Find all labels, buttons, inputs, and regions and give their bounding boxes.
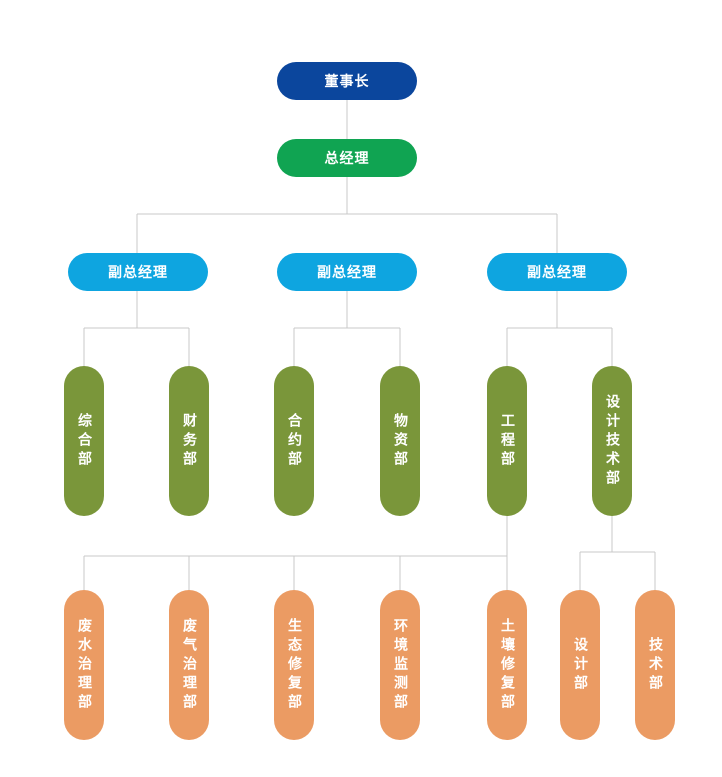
department-label: 物资部 (392, 412, 408, 470)
chairman-label: 董事长 (324, 74, 370, 90)
sub-department-box-ecological-restoration: 生态修复部 (274, 590, 314, 740)
vice-general-manager-label: 副总经理 (108, 265, 168, 281)
vice-general-manager-label: 副总经理 (317, 265, 377, 281)
sub-department-label: 环境监测部 (392, 617, 408, 713)
department-box-finance: 财务部 (169, 366, 209, 516)
sub-department-box-technology: 技术部 (635, 590, 675, 740)
department-box-materials: 物资部 (380, 366, 420, 516)
general-manager-box: 总经理 (277, 139, 417, 177)
sub-department-label: 技术部 (647, 636, 663, 694)
department-box-engineering: 工程部 (487, 366, 527, 516)
vice-general-manager-box-2: 副总经理 (277, 253, 417, 291)
sub-department-box-wastewater: 废水治理部 (64, 590, 104, 740)
department-box-contracts: 合约部 (274, 366, 314, 516)
department-label: 财务部 (181, 412, 197, 470)
vice-general-manager-box-3: 副总经理 (487, 253, 627, 291)
department-box-design-technology: 设计技术部 (592, 366, 632, 516)
sub-department-label: 废气治理部 (181, 617, 197, 713)
sub-department-label: 废水治理部 (76, 617, 92, 713)
department-label: 合约部 (286, 412, 302, 470)
general-manager-label: 总经理 (324, 151, 370, 167)
vice-general-manager-label: 副总经理 (527, 265, 587, 281)
department-label: 综合部 (76, 412, 92, 470)
department-label: 工程部 (499, 412, 515, 470)
sub-department-label: 土壤修复部 (499, 617, 515, 713)
sub-department-box-environmental-monitoring: 环境监测部 (380, 590, 420, 740)
sub-department-label: 设计部 (572, 636, 588, 694)
sub-department-box-waste-gas: 废气治理部 (169, 590, 209, 740)
department-box-general-affairs: 综合部 (64, 366, 104, 516)
vice-general-manager-box-1: 副总经理 (68, 253, 208, 291)
sub-department-label: 生态修复部 (286, 617, 302, 713)
department-label: 设计技术部 (604, 393, 620, 489)
sub-department-box-design: 设计部 (560, 590, 600, 740)
chairman-box: 董事长 (277, 62, 417, 100)
sub-department-box-soil-remediation: 土壤修复部 (487, 590, 527, 740)
